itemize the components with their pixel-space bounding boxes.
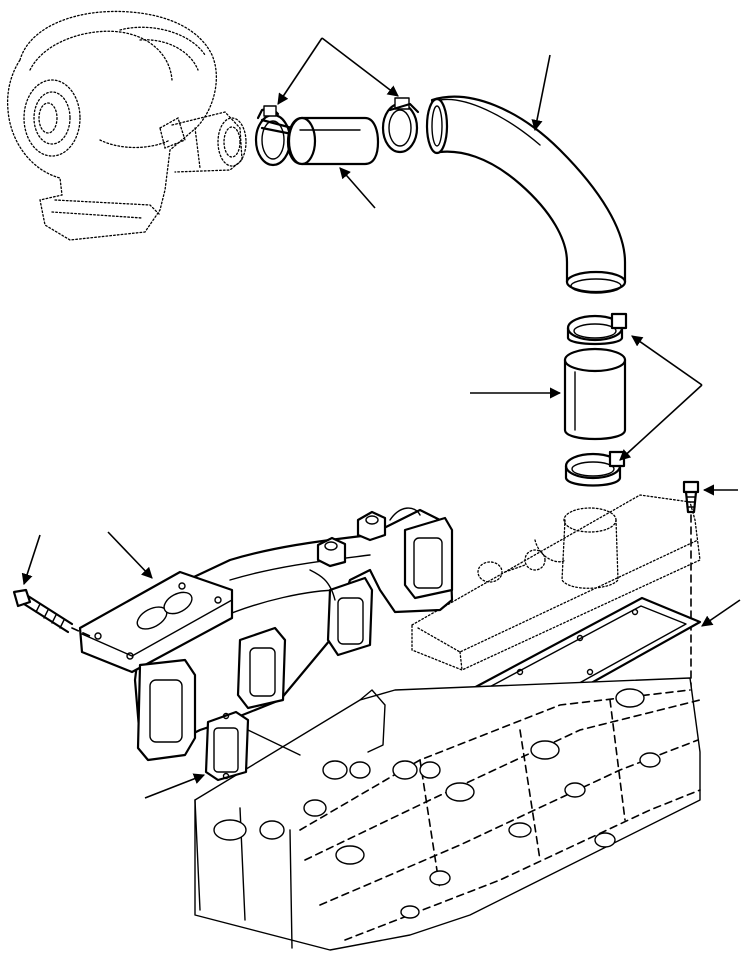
leader-clamps-upper-left (277, 37, 323, 105)
callout-leaders (21, 37, 741, 799)
turbocharger-ghost (6, 10, 247, 241)
bolt-left (12, 588, 91, 637)
lower-clamp-bottom (564, 450, 626, 487)
upper-clamp-right (381, 97, 420, 154)
exhaust-manifold (78, 507, 454, 762)
leader-manifold-gasket (144, 773, 206, 799)
manifold-gasket (204, 710, 301, 782)
leader-manifold (107, 531, 153, 579)
leader-elbow-tube (531, 54, 551, 132)
leader-clamps-lower-top (631, 335, 703, 386)
leader-upper-hose (339, 167, 376, 209)
upper-short-hose (286, 116, 380, 166)
valve-cover-ghost (411, 494, 701, 671)
leader-clamps-upper-right (321, 37, 399, 97)
upper-clamp-left (254, 105, 294, 167)
leader-cover-gasket (701, 599, 741, 627)
cylinder-head (194, 677, 701, 951)
leader-bolt-left (21, 534, 41, 586)
lower-clamp-top (566, 312, 628, 346)
elbow-tube (425, 95, 627, 294)
lower-short-hose (563, 347, 627, 441)
leader-clamps-lower-bottom (619, 384, 703, 461)
